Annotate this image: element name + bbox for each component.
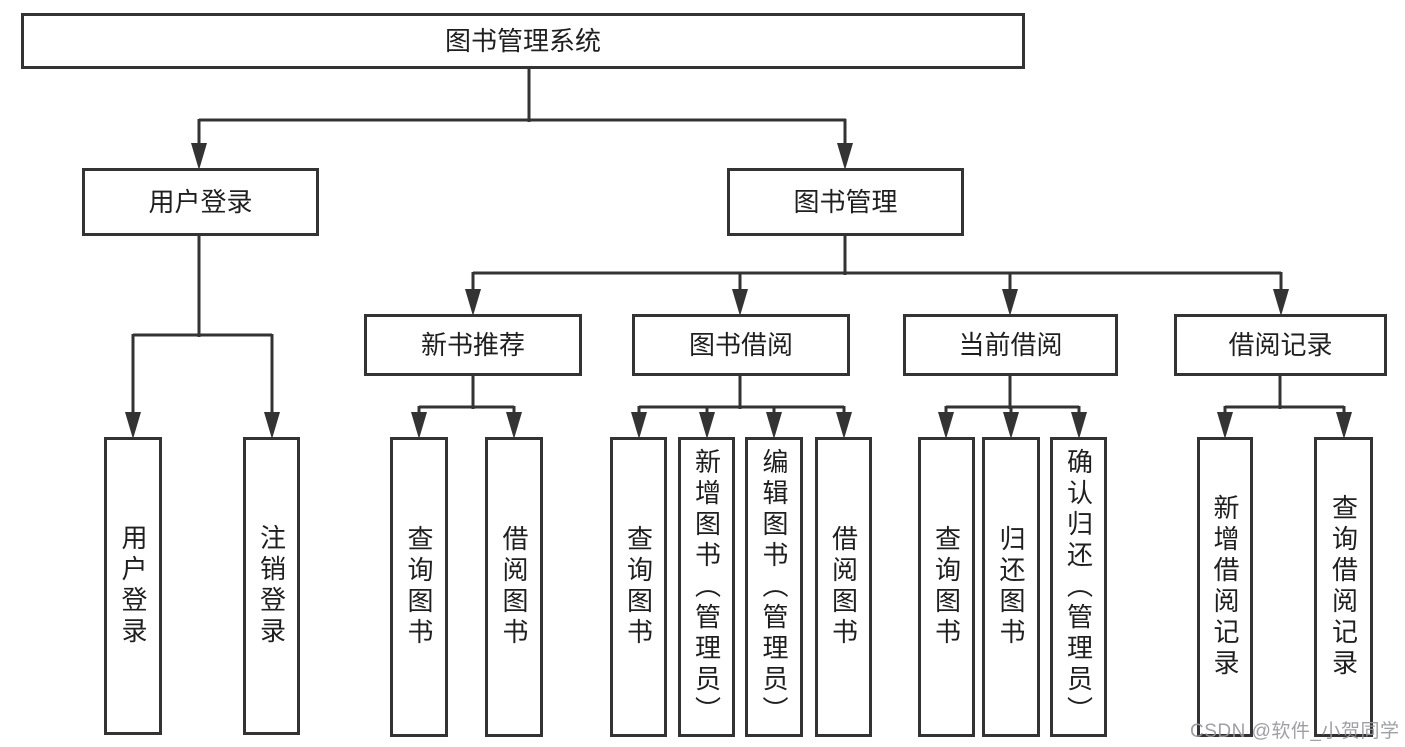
leaf-query-books-borrowing: 查询图书 bbox=[610, 437, 667, 737]
node-label: 借阅图书 bbox=[828, 525, 859, 649]
node-label: 借阅图书 bbox=[499, 525, 529, 649]
node-label: 借阅记录 bbox=[1228, 330, 1333, 360]
leaf-add-book-admin: 新增图书（管理员） bbox=[678, 437, 735, 737]
node-borrowing-records: 借阅记录 bbox=[1174, 314, 1387, 376]
node-label: 查询图书 bbox=[623, 525, 654, 649]
node-label: 新书推荐 bbox=[420, 330, 525, 360]
node-label: 查询图书 bbox=[931, 525, 962, 649]
leaf-edit-book-admin: 编辑图书（管理员） bbox=[745, 437, 803, 737]
leaf-borrow-books-recommend: 借阅图书 bbox=[485, 437, 543, 737]
node-book-borrowing: 图书借阅 bbox=[632, 314, 850, 376]
leaf-query-books-current: 查询图书 bbox=[918, 437, 975, 737]
leaf-logout: 注销登录 bbox=[243, 437, 300, 735]
node-label: 当前借阅 bbox=[958, 330, 1063, 360]
node-label: 图书管理系统 bbox=[444, 26, 601, 56]
node-label: 注销登录 bbox=[256, 524, 287, 648]
csdn-watermark: CSDN @软件_小贺同学 bbox=[1190, 721, 1400, 742]
node-label: 编辑图书（管理员） bbox=[759, 447, 789, 727]
node-label: 用户登录 bbox=[148, 187, 253, 217]
leaf-query-books-recommend: 查询图书 bbox=[390, 437, 448, 737]
node-label: 查询借阅记录 bbox=[1328, 494, 1359, 680]
node-book-management: 图书管理 bbox=[727, 168, 964, 236]
leaf-confirm-return-admin: 确认归还（管理员） bbox=[1050, 437, 1107, 737]
node-label: 新增借阅记录 bbox=[1210, 494, 1240, 680]
leaf-add-borrow-record: 新增借阅记录 bbox=[1197, 437, 1253, 737]
node-current-borrowing: 当前借阅 bbox=[903, 314, 1118, 376]
node-label: 查询图书 bbox=[404, 525, 434, 649]
leaf-user-login: 用户登录 bbox=[104, 437, 162, 735]
leaf-query-borrow-record: 查询借阅记录 bbox=[1314, 437, 1373, 737]
node-new-book-recommend: 新书推荐 bbox=[364, 314, 582, 376]
node-label: 图书借阅 bbox=[688, 330, 793, 360]
node-label: 新增图书（管理员） bbox=[691, 447, 722, 727]
node-library-management-system: 图书管理系统 bbox=[21, 13, 1025, 69]
node-label: 确认归还（管理员） bbox=[1063, 447, 1094, 727]
leaf-return-books: 归还图书 bbox=[982, 437, 1040, 737]
leaf-borrow-books-borrowing: 借阅图书 bbox=[815, 437, 872, 737]
node-label: 图书管理 bbox=[793, 187, 898, 217]
node-user-login: 用户登录 bbox=[82, 168, 319, 236]
node-label: 用户登录 bbox=[118, 524, 148, 648]
node-label: 归还图书 bbox=[996, 525, 1026, 649]
